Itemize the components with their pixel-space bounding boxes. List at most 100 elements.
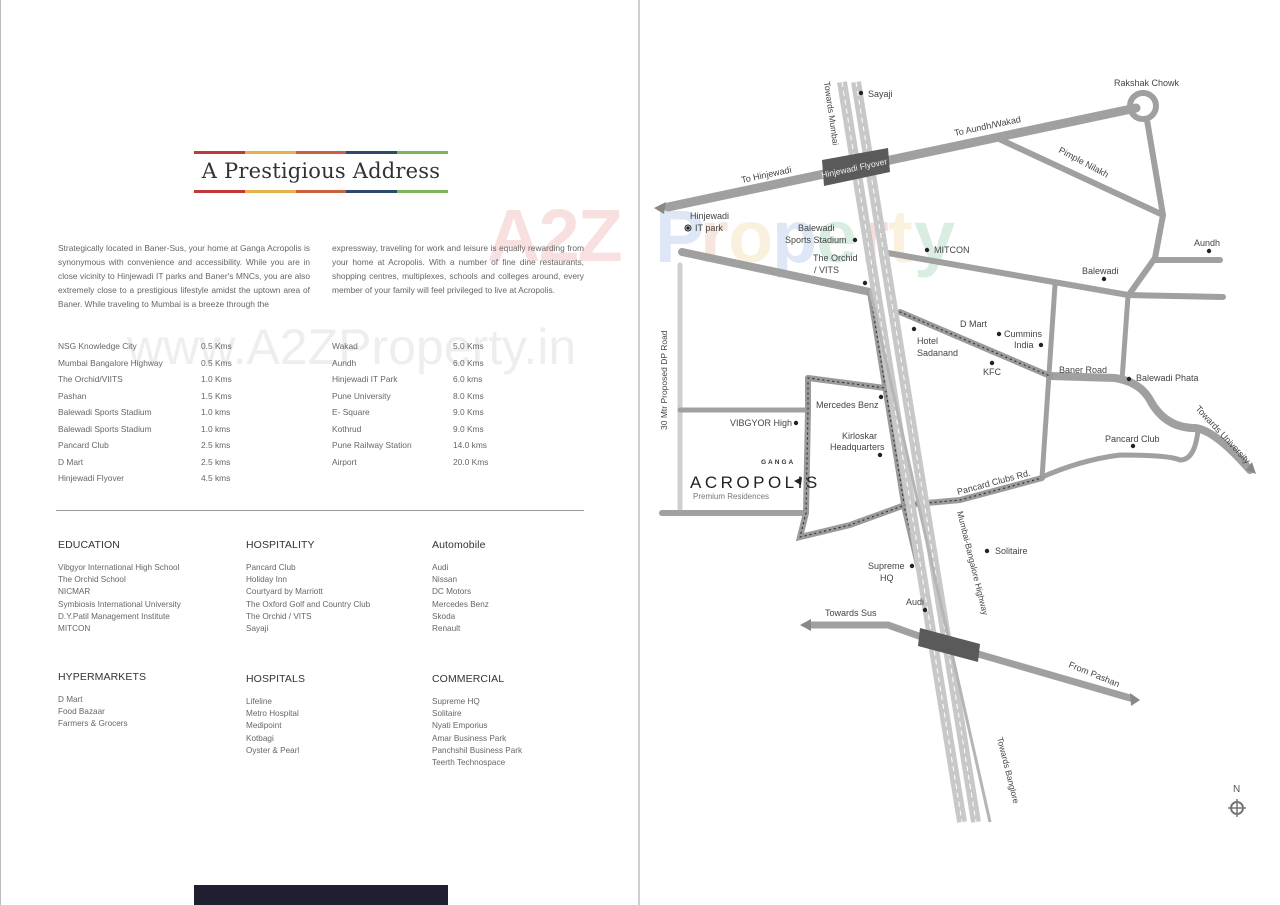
- category-heading: HOSPITALITY: [246, 539, 315, 551]
- bottom-color-bar: [194, 885, 448, 905]
- label-mitcon: MITCON: [934, 245, 970, 255]
- label-hinjewadi-it-park: Hinjewadi: [690, 211, 729, 221]
- list-item: Sayaji: [246, 624, 269, 634]
- place-name: Pashan: [58, 390, 87, 401]
- sus-flyover: [918, 628, 980, 662]
- distance-row: Balewadi Sports Stadium 1.0 kms: [58, 404, 232, 421]
- label-hotel-sadanand: Sadanand: [917, 348, 958, 358]
- distance-row: Hinjewadi Flyover 4.5 kms: [58, 470, 232, 487]
- list-item: Amar Business Park: [432, 733, 507, 743]
- highway: [837, 81, 992, 823]
- distance-row: Kothrud 9.0 Kms: [332, 421, 488, 438]
- svg-text:t: t: [888, 195, 913, 278]
- place-name: Balewadi Sports Stadium: [58, 423, 152, 434]
- list-item: The Oxford Golf and Country Club: [246, 599, 371, 609]
- label-solitaire: Solitaire: [995, 546, 1028, 556]
- list-item: Mercedes Benz: [432, 599, 489, 609]
- list-item: Nyati Emporius: [432, 721, 488, 731]
- list-item: The Orchid School: [58, 575, 126, 585]
- label-hinjewadi-it-park: IT park: [695, 223, 723, 233]
- category-education: EDUCATION Vibgyor International High Sch…: [58, 539, 181, 635]
- page-spine: [638, 0, 641, 905]
- list-item: Metro Hospital: [246, 709, 299, 719]
- compass-icon: N: [1228, 784, 1246, 817]
- place-name: Mumbai Bangalore Highway: [58, 357, 163, 368]
- place-name: The Orchid/VIITS: [58, 374, 123, 385]
- category-heading: EDUCATION: [58, 539, 120, 551]
- list-item: Holiday Inn: [246, 575, 287, 585]
- arrow-left-icon: [800, 619, 811, 631]
- category-heading: HOSPITALS: [246, 673, 306, 685]
- place-name: Kothrud: [332, 423, 362, 434]
- label-d-mart: D Mart: [960, 319, 987, 329]
- title-stripe-top: [194, 151, 448, 154]
- label-cummins: Cummins: [1004, 329, 1043, 339]
- location-map: P r o p e r t y: [654, 78, 1256, 823]
- label-rakshak-chowk: Rakshak Chowk: [1114, 78, 1180, 88]
- place-name: NSG Knowledge City: [58, 341, 137, 352]
- arrow-right-icon: [1130, 693, 1140, 706]
- list-item: Courtyard by Marriott: [246, 587, 323, 597]
- label-mercedes-benz: Mercedes Benz: [816, 400, 879, 410]
- poi-dots: [684, 90, 1212, 613]
- list-item: Solitaire: [432, 709, 462, 719]
- distance-value: 9.0 Kms: [453, 407, 484, 418]
- list-item: Audi: [432, 563, 449, 572]
- list-item: NICMAR: [58, 587, 91, 597]
- label-dp-road: 30 Mtr Proposed DP Road: [659, 330, 669, 430]
- arrows: [654, 202, 1256, 706]
- watermark-a2z: A2Z: [487, 194, 623, 277]
- list-item: Vibgyor International High School: [58, 563, 180, 572]
- distance-value: 1.0 kms: [201, 423, 231, 434]
- label-balewadi-stadium: Sports Stadium: [785, 235, 847, 245]
- distance-value: 9.0 Kms: [453, 423, 484, 434]
- logo-premium-residences: Premium Residences: [693, 492, 769, 501]
- roads: [659, 90, 1254, 702]
- svg-text:p: p: [772, 195, 817, 278]
- title-block: A Prestigious Address: [194, 151, 448, 193]
- label-kfc: KFC: [983, 367, 1002, 377]
- distance-value: 14.0 kms: [453, 440, 487, 451]
- label-pancard-club: Pancard Club: [1105, 434, 1160, 444]
- distance-value: 6.0 kms: [453, 374, 483, 385]
- distance-value: 6.0 Kms: [453, 357, 484, 368]
- place-name: Wakad: [332, 341, 358, 352]
- title-stripe-bottom: [194, 190, 448, 193]
- distance-value: 1.0 kms: [201, 407, 231, 418]
- list-item: Pancard Club: [246, 563, 296, 572]
- place-name: E- Square: [332, 407, 370, 418]
- list-item: Farmers & Grocers: [58, 719, 128, 729]
- label-baner-road: Baner Road: [1059, 365, 1107, 375]
- label-towards-university: Towards University: [1194, 404, 1253, 466]
- label-towards-bangalore: Towards Banglore: [995, 736, 1021, 805]
- label-vibgyor-high: VIBGYOR High: [730, 418, 792, 428]
- list-item: Symbiosis International University: [58, 599, 181, 609]
- label-kirloskar: Kirloskar: [842, 431, 877, 441]
- label-balewadi-stadium: Balewadi: [798, 223, 835, 233]
- place-name: D Mart: [58, 456, 84, 467]
- list-item: Food Bazaar: [58, 707, 105, 717]
- distance-value: 4.5 kms: [201, 473, 231, 484]
- place-name: Balewadi Sports Stadium: [58, 407, 152, 418]
- logo-ganga: GANGA: [761, 459, 795, 466]
- distance-value: 20.0 Kms: [453, 456, 489, 467]
- left-page: A2Z www.A2ZProperty.in A Prestigious Add…: [0, 0, 623, 905]
- place-name: Hinjewadi Flyover: [58, 473, 125, 484]
- label-north: N: [1233, 784, 1240, 795]
- list-item: Panchshil Business Park: [432, 745, 523, 755]
- list-item: Renault: [432, 624, 461, 634]
- arrow-left-icon: [654, 202, 666, 214]
- label-supreme-hq: HQ: [880, 573, 894, 583]
- svg-text:r: r: [700, 195, 729, 278]
- distance-row: Balewadi Sports Stadium 1.0 kms: [58, 421, 232, 438]
